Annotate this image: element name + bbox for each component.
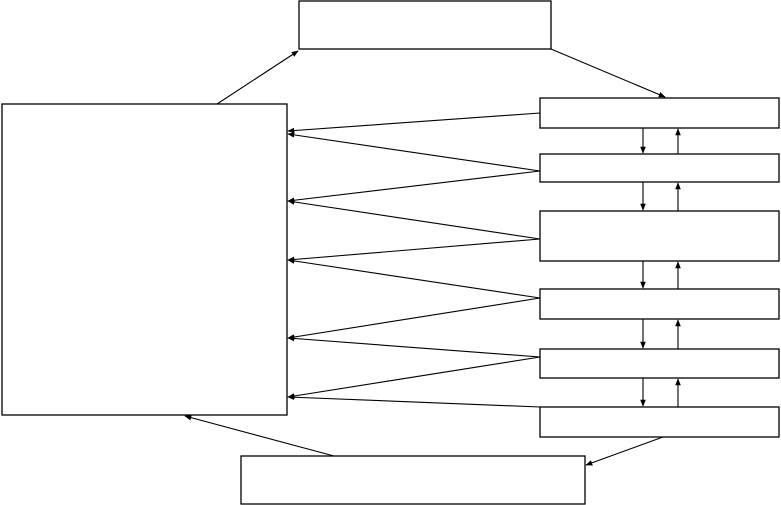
arrow-stack-2-to-left-a	[287, 132, 541, 172]
arrow-top-to-stack-1	[550, 48, 666, 98]
arrow-stack-3-to-left-a	[287, 199, 541, 240]
stack-box-4	[539, 288, 780, 320]
arrow-stack-6-to-bottom	[585, 436, 664, 466]
arrow-stack-2-to-left-b	[287, 170, 541, 204]
arrow-stack-5-to-left-a	[287, 335, 541, 358]
arrow-bottom-to-left	[184, 414, 335, 457]
stack-box-2	[539, 153, 780, 183]
stack-box-5	[539, 348, 780, 379]
bottom-box	[240, 455, 586, 505]
stack-box-6	[539, 406, 780, 438]
arrow-stack-5-to-left-b	[287, 356, 541, 399]
arrow-stack-4-to-left-b	[287, 297, 541, 340]
arrow-stack-4-to-left-a	[287, 258, 541, 299]
stack-box-1	[539, 97, 780, 129]
top-box	[298, 0, 552, 50]
arrow-stack-6-to-left	[287, 394, 541, 408]
arrow-left-to-top	[216, 50, 299, 105]
stack-box-3	[539, 210, 780, 262]
arrow-stack-3-to-left-b	[287, 238, 541, 263]
arrow-stack-1-to-left	[287, 112, 541, 134]
left-box	[1, 103, 288, 416]
